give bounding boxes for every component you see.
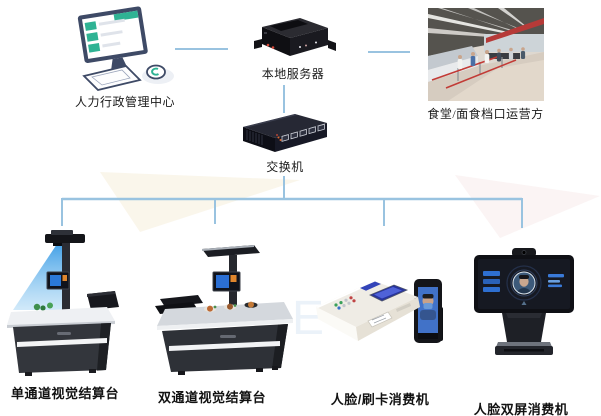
canteen-people	[457, 47, 526, 69]
face-dual-screen-icon	[474, 248, 574, 355]
single-channel-checkout-node	[5, 228, 125, 378]
hr-center-node	[66, 2, 178, 92]
single-channel-checkout-label: 单通道视觉结算台	[10, 386, 119, 401]
switch-label: 交换机	[266, 160, 304, 174]
hr-center-computer-icon	[77, 6, 174, 91]
face-card-pos-icon	[316, 279, 443, 343]
face-dual-screen-node	[470, 248, 578, 360]
local-server-icon	[254, 18, 336, 56]
canteen-label: 食堂/面食档口运营方	[427, 107, 544, 121]
hr-center-label: 人力行政管理中心	[74, 95, 175, 109]
pos-keypad	[334, 296, 356, 310]
dual-channel-checkout-label: 双通道视觉结算台	[157, 390, 266, 405]
network-switch-icon	[243, 114, 327, 152]
single-channel-checkout-icon	[7, 230, 119, 376]
face-card-pos-label: 人脸/刷卡消费机	[330, 392, 430, 407]
dual-channel-checkout-icon	[155, 245, 293, 375]
local-server-node	[248, 12, 336, 66]
face-dual-screen-label: 人脸双屏消费机	[473, 402, 569, 416]
canteen-photo	[428, 8, 544, 101]
canteen-node	[428, 8, 544, 101]
face-card-pos-node	[310, 263, 448, 363]
switch-node	[237, 110, 333, 158]
local-server-label: 本地服务器	[261, 67, 325, 81]
dual-channel-checkout-node	[152, 242, 300, 376]
